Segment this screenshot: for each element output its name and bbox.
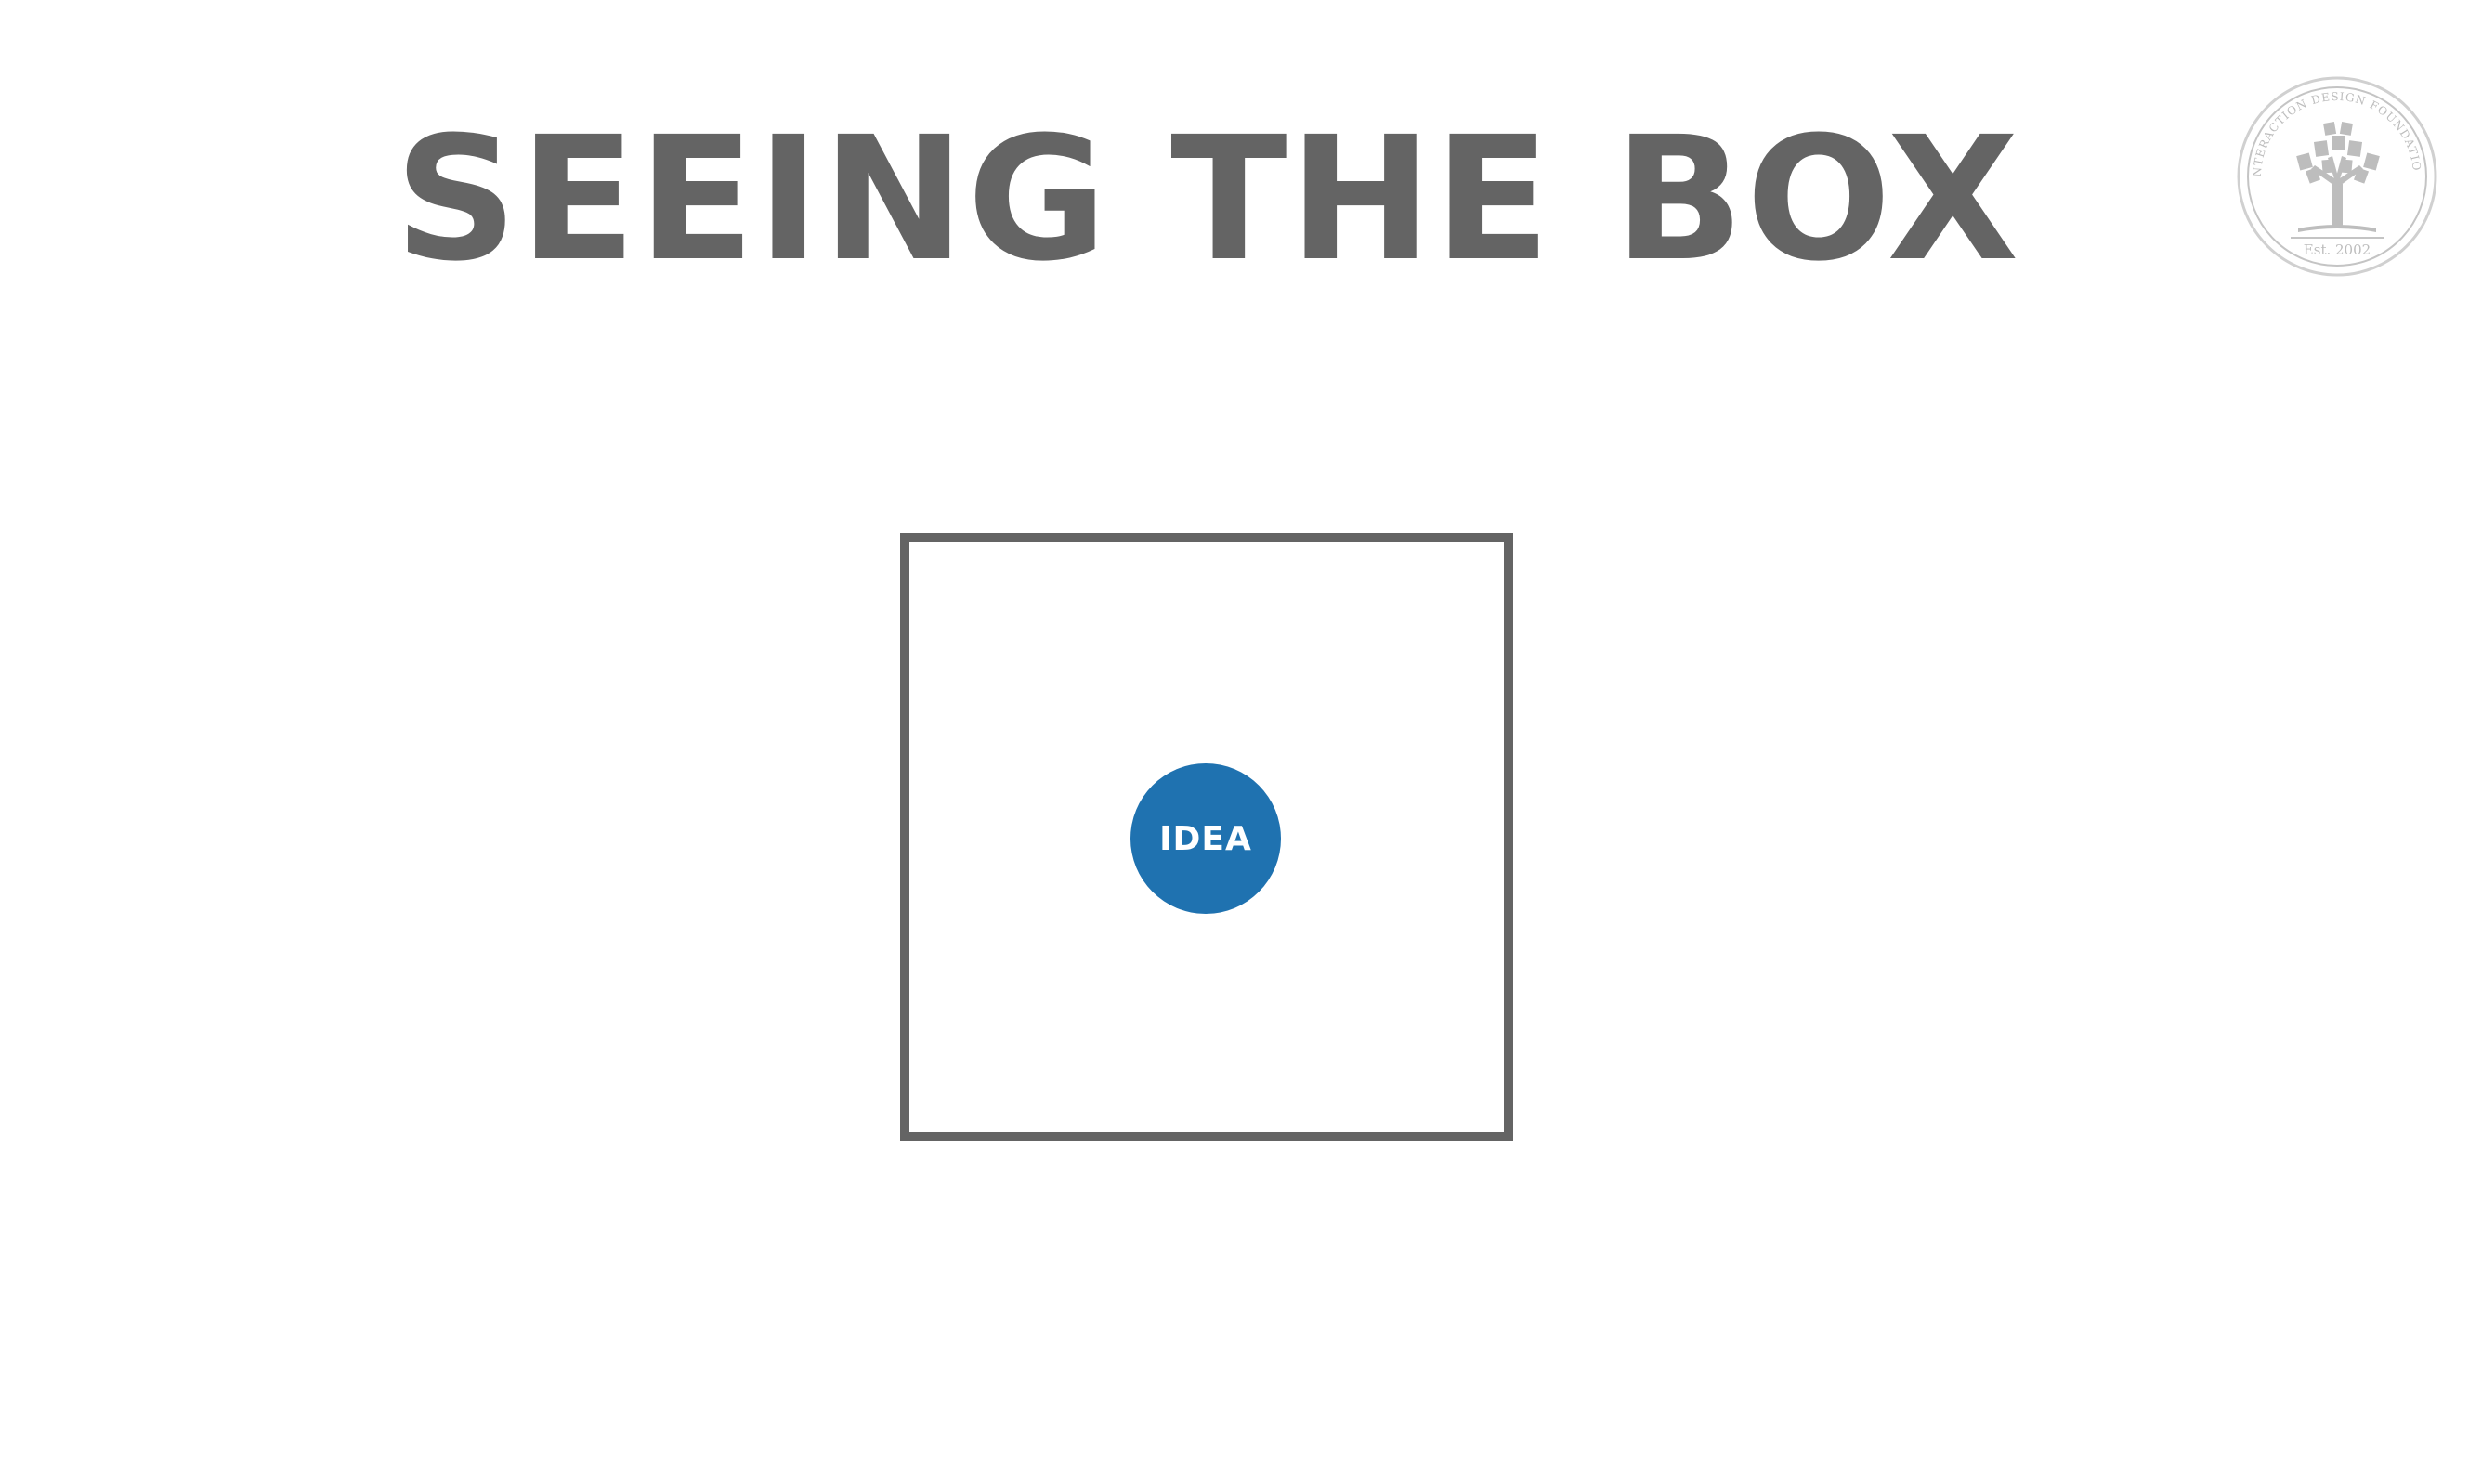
foundation-seal-logo: INTERACTION DESIGN FOUNDATION Est. 2002 xyxy=(2233,72,2437,277)
logo-est-text: Est. 2002 xyxy=(2304,241,2371,258)
logo-inner-ring xyxy=(2247,86,2427,267)
slide-title: SEEING THE BOX xyxy=(394,100,2021,299)
idea-circle: IDEA xyxy=(1130,763,1281,914)
tree-icon xyxy=(2296,122,2380,232)
idea-label: IDEA xyxy=(1159,819,1252,858)
